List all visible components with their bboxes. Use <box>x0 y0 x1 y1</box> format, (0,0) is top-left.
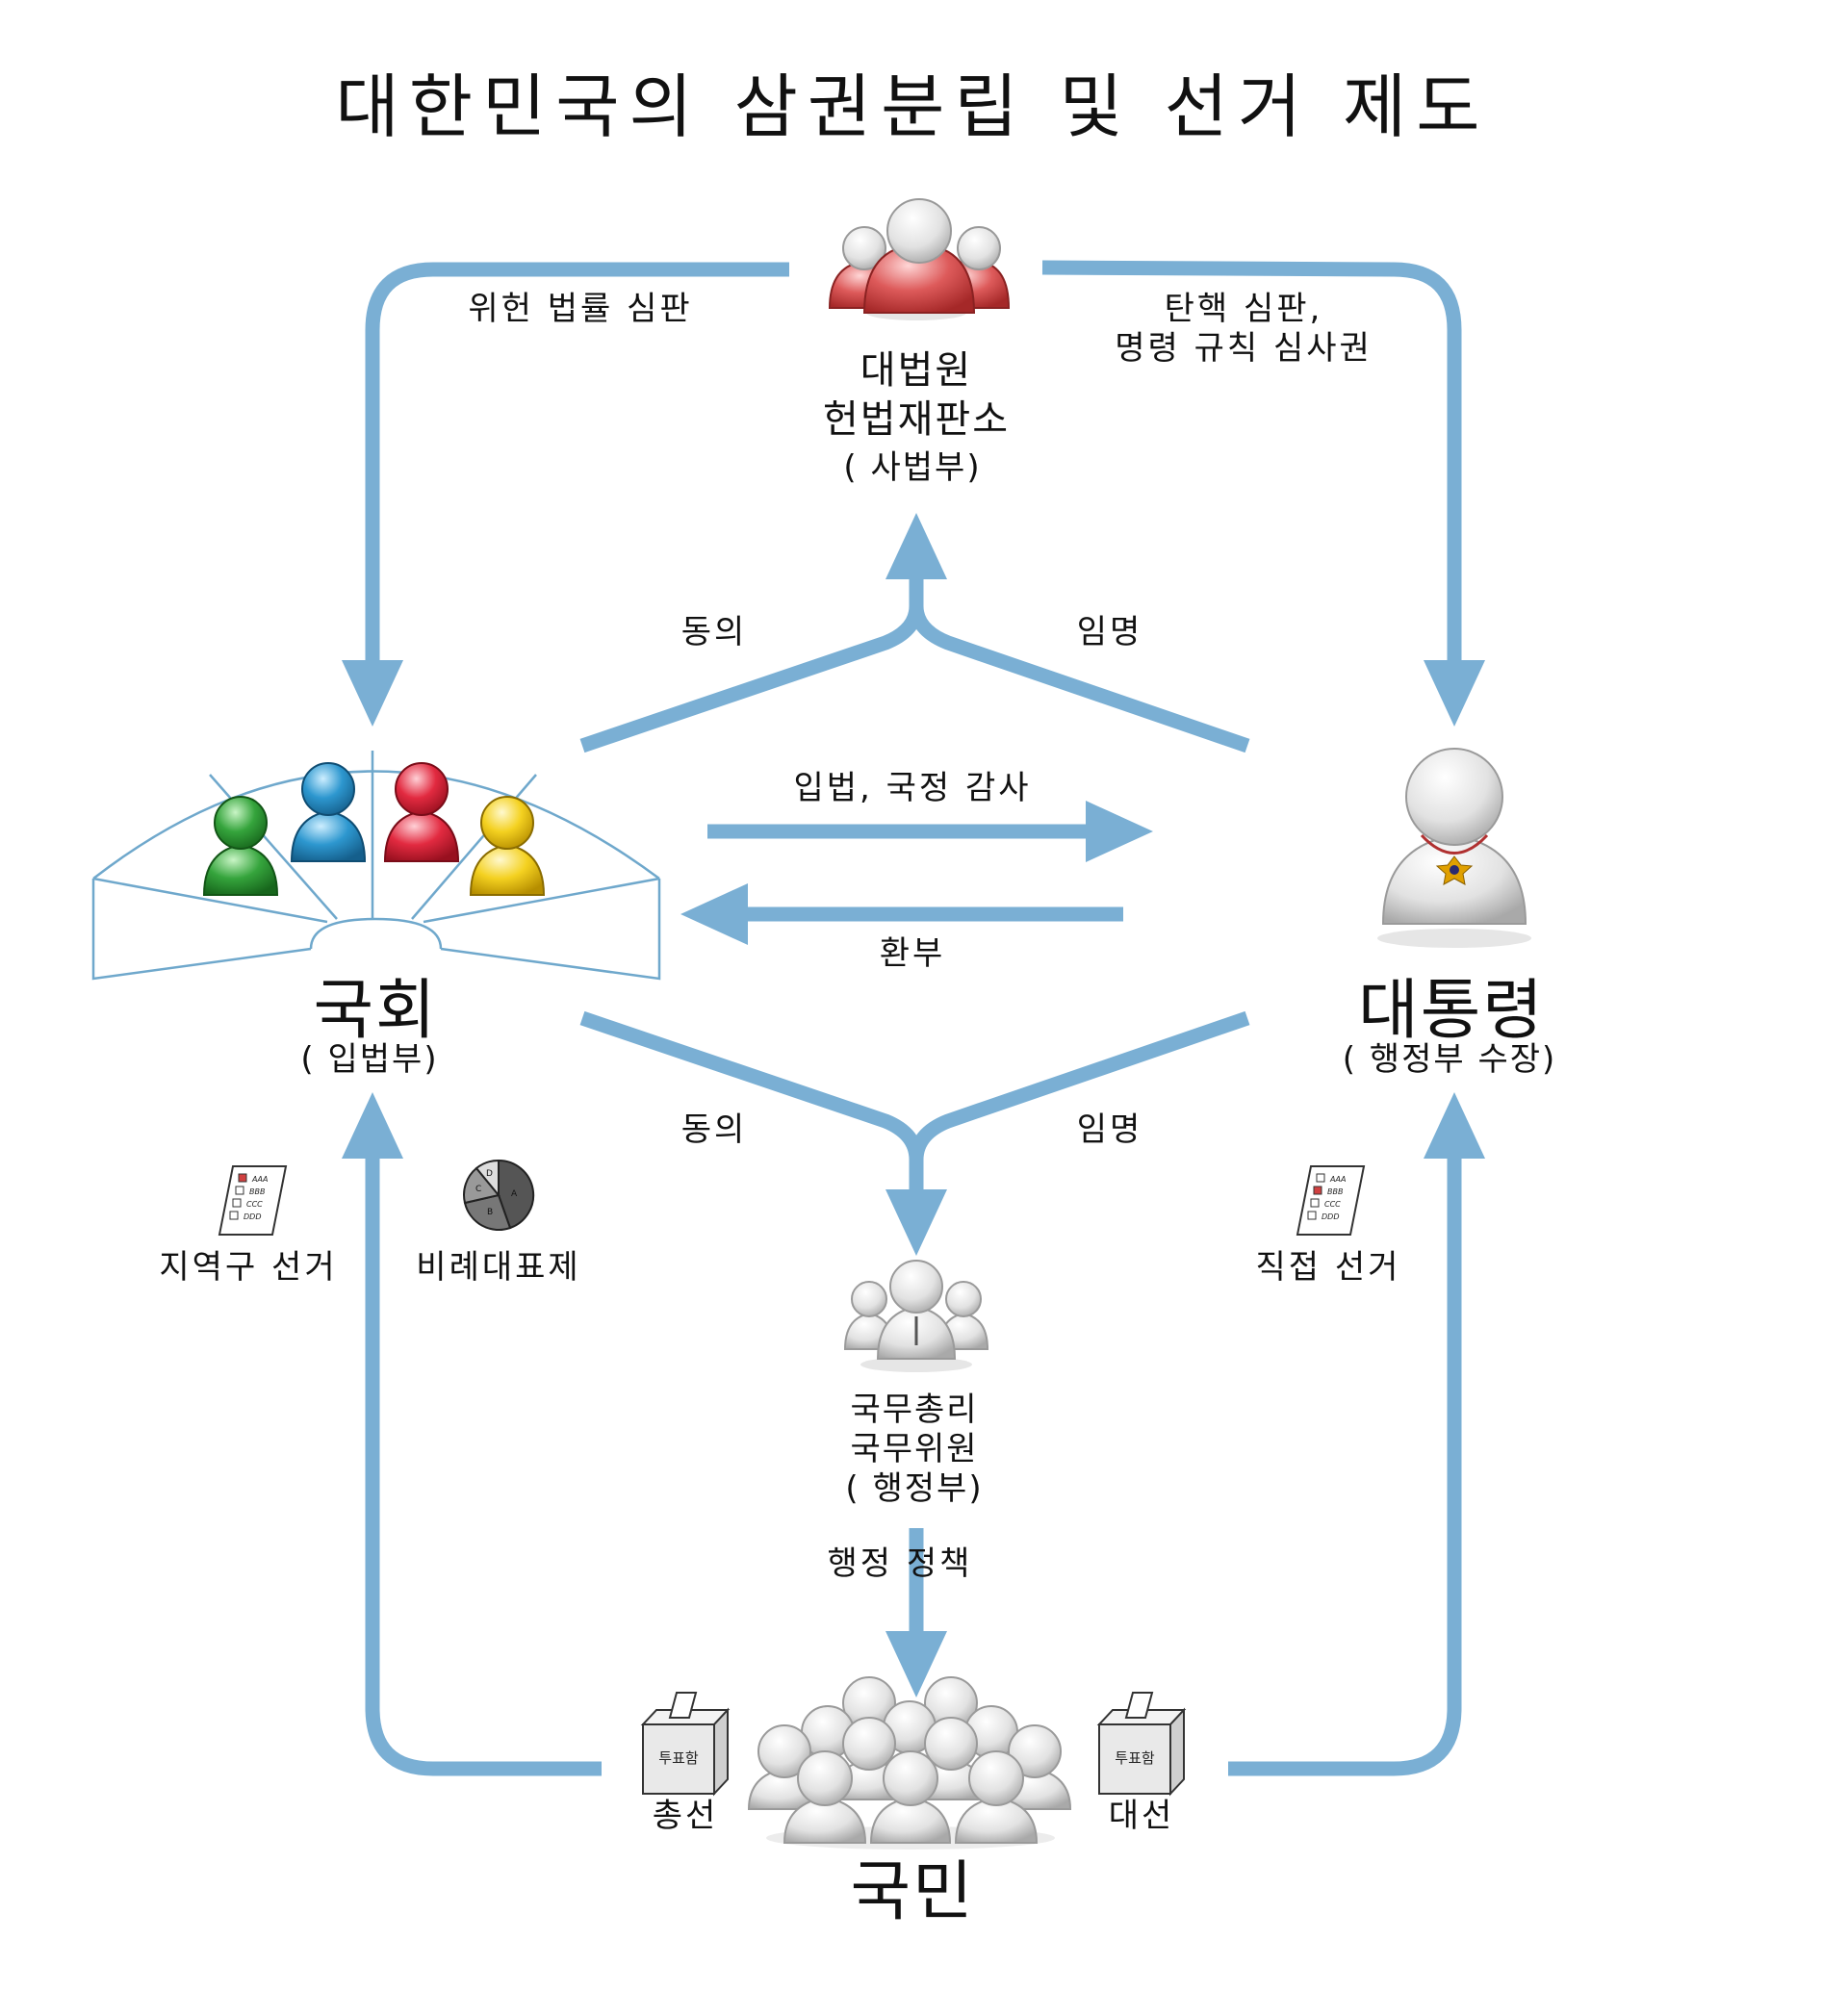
label-impeachment-2: 명령 규칙 심사권 <box>1115 329 1373 368</box>
pie-label-a: A <box>511 1189 518 1199</box>
arrowhead-judiciary <box>886 513 947 579</box>
judiciary-sub: ( 사법부) <box>843 448 982 487</box>
ballot-box-left-icon <box>640 1692 731 1797</box>
pie-label-b: B <box>487 1208 493 1217</box>
label-legislation-audit: 입법, 국정 감사 <box>793 769 1032 807</box>
judiciary-name-2: 헌법재판소 <box>823 397 1010 442</box>
ballot-paper-right-icon <box>1296 1165 1366 1236</box>
label-consent-top: 동의 <box>680 613 748 651</box>
cabinet-figure-icon <box>843 1260 989 1372</box>
legislators-icon <box>202 762 546 896</box>
ballot-option-left-2: BBB <box>249 1187 265 1196</box>
ballot-box-right-icon <box>1096 1692 1187 1797</box>
arrowhead-people <box>886 1631 947 1697</box>
president-name: 대통령 <box>1358 973 1545 1049</box>
arrow-appoint-to-executive <box>909 1010 1250 1161</box>
label-appoint-bottom: 임명 <box>1076 1110 1143 1149</box>
executive-name-1: 국무총리 <box>850 1391 979 1429</box>
arrowhead-legislature-top <box>342 660 403 727</box>
label-direct-election: 직접 선거 <box>1255 1248 1401 1287</box>
arrow-consent-to-judiciary <box>579 568 924 753</box>
label-appoint-top: 임명 <box>1076 613 1143 651</box>
arrowhead-legislation <box>1086 801 1153 862</box>
executive-name-2: 국무위원 <box>850 1430 979 1468</box>
arrowhead-executive <box>886 1189 947 1256</box>
ballot-option-labels: AAA BBB CCC DDD AAA BBB CCC DDD <box>244 1175 1346 1221</box>
arrow-judiciary-to-legislature <box>365 262 789 664</box>
president-sub: ( 행정부 수장) <box>1342 1040 1557 1079</box>
label-presidential-election: 대선 <box>1108 1797 1175 1835</box>
judiciary-figure-icon <box>828 198 1011 320</box>
label-proportional: 비례대표제 <box>416 1248 581 1287</box>
ballot-option-left-4: DDD <box>244 1212 261 1221</box>
arrowhead-president-bottom <box>1424 1092 1485 1159</box>
arrow-people-to-legislature <box>365 1155 602 1776</box>
arrowhead-legislature-bottom <box>342 1092 403 1159</box>
ballot-box-left-label: 투표함 <box>658 1749 699 1767</box>
label-general-election: 총선 <box>652 1797 719 1835</box>
label-district-election: 지역구 선거 <box>159 1248 338 1287</box>
label-unconstitutional-review: 위헌 법률 심판 <box>468 290 693 328</box>
ballot-box-right-label: 투표함 <box>1115 1749 1155 1767</box>
arrow-people-to-president <box>1228 1155 1462 1776</box>
ballot-option-right-3: CCC <box>1324 1200 1341 1209</box>
legislature-sub: ( 입법부) <box>300 1040 439 1079</box>
arrowhead-president-top <box>1424 660 1485 727</box>
pie-label-d: D <box>486 1169 493 1179</box>
ballot-option-right-4: DDD <box>1322 1212 1339 1221</box>
judiciary-name-1: 대법원 <box>860 348 973 393</box>
proportional-pie-icon <box>463 1159 535 1231</box>
arrow-judiciary-to-president <box>1041 260 1462 664</box>
legislature-name: 국회 <box>313 973 438 1049</box>
assembly-hall-icon <box>91 751 661 981</box>
label-consent-bottom: 동의 <box>680 1110 748 1149</box>
ballot-option-right-1: AAA <box>1329 1175 1346 1184</box>
page-title: 대한민국의 삼권분립 및 선거 제도 <box>335 66 1490 147</box>
ballot-paper-left-icon <box>218 1165 288 1236</box>
arrow-appoint-to-judiciary <box>909 605 1250 753</box>
arrowhead-veto <box>680 883 748 945</box>
connectors <box>365 260 1462 1776</box>
executive-sub: ( 행정부) <box>845 1469 984 1508</box>
pie-labels: A B C D <box>475 1169 518 1217</box>
arrowheads <box>342 513 1485 1697</box>
ballot-option-right-2: BBB <box>1327 1187 1343 1196</box>
people-name: 국민 <box>850 1854 975 1930</box>
people-crowd-icon <box>747 1676 1072 1850</box>
pie-label-c: C <box>475 1185 481 1194</box>
president-figure-icon <box>1377 748 1531 948</box>
ballot-box-labels: 투표함 투표함 <box>658 1749 1155 1767</box>
arrow-consent-to-executive <box>579 1010 924 1193</box>
label-veto: 환부 <box>879 934 946 973</box>
label-administration: 행정 정책 <box>827 1544 973 1583</box>
ballot-option-left-1: AAA <box>251 1175 268 1184</box>
ballot-option-left-3: CCC <box>246 1200 263 1209</box>
label-impeachment-1: 탄핵 심판, <box>1164 290 1323 328</box>
